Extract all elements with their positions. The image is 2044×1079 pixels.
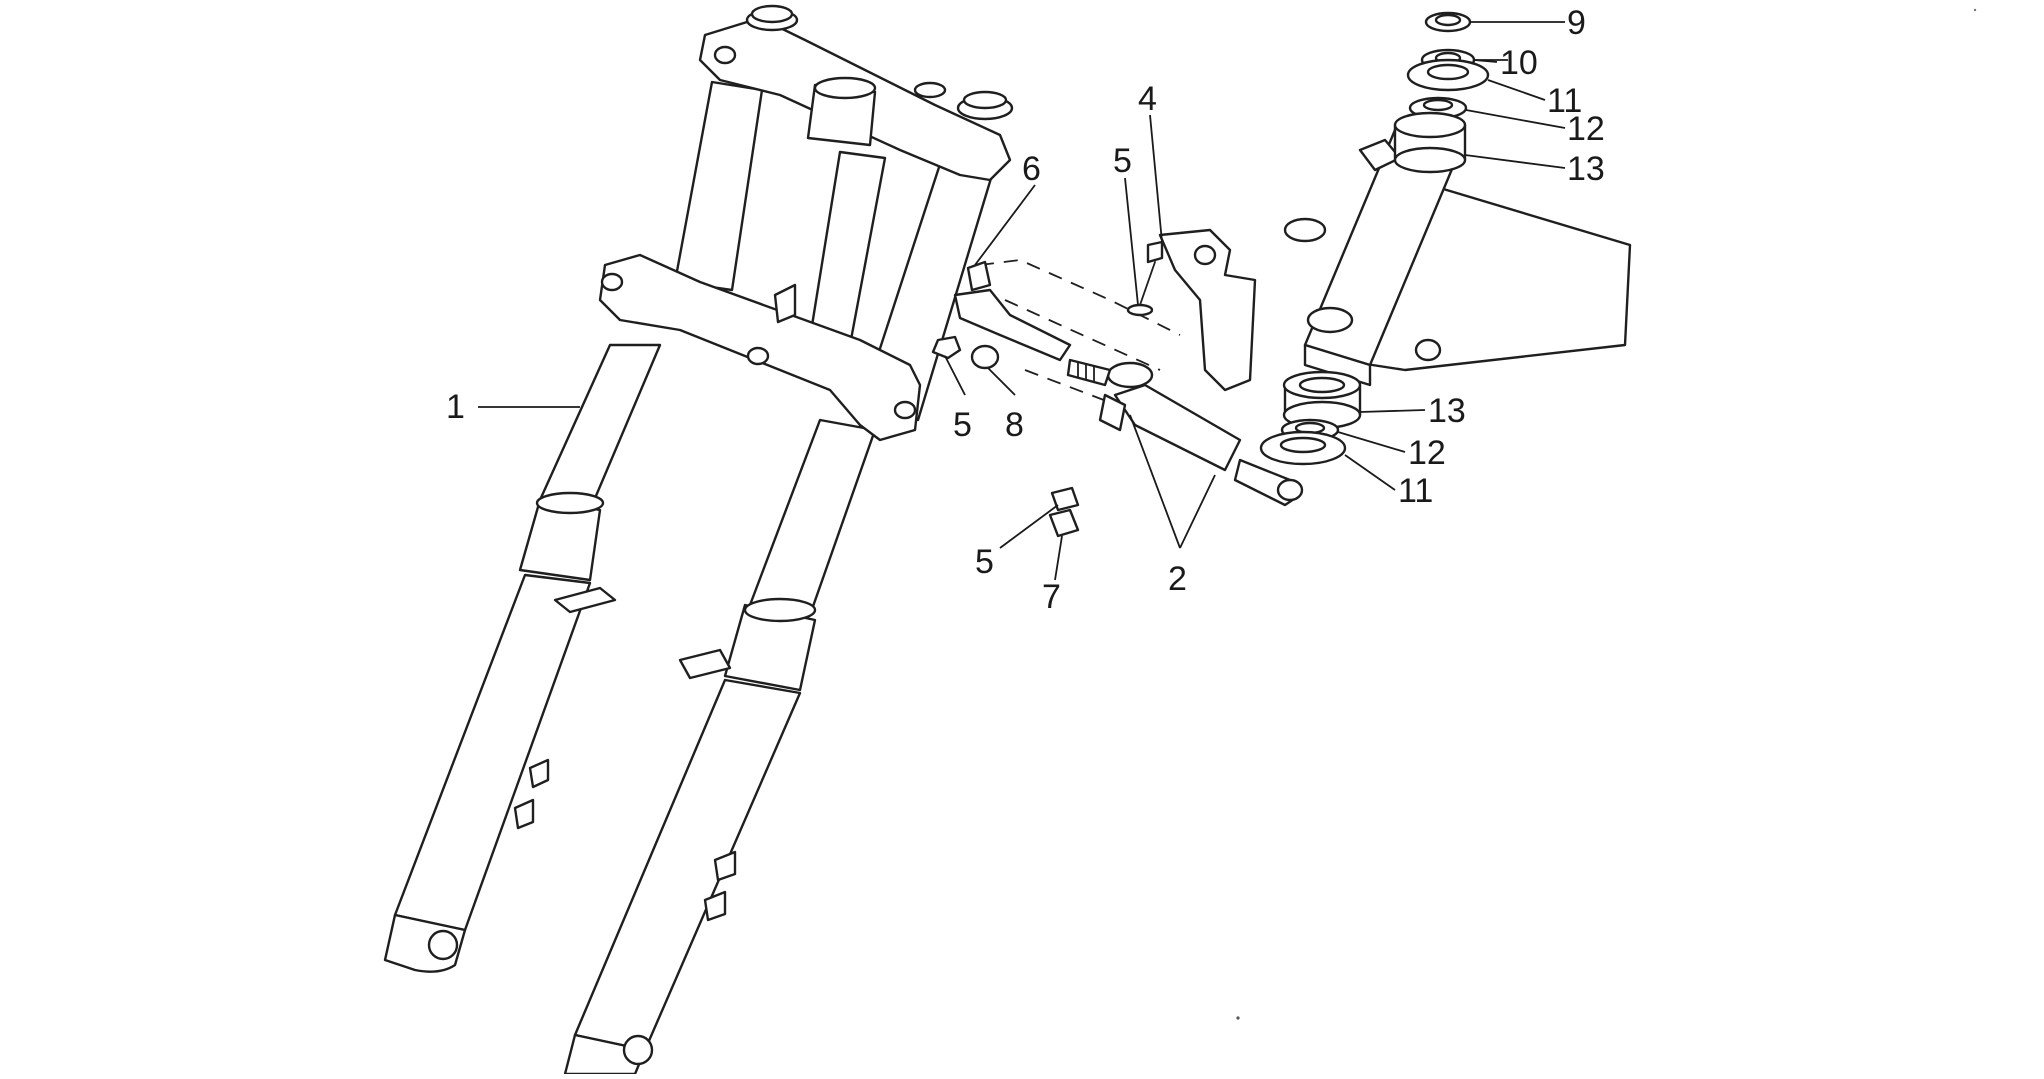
callout-6: 6 xyxy=(1022,150,1041,188)
leader-2a xyxy=(1129,414,1181,549)
leader-2b xyxy=(1179,474,1216,549)
scan-specks xyxy=(1236,8,1977,1020)
callout-2: 2 xyxy=(1168,560,1187,598)
callout-9: 9 xyxy=(1567,4,1586,42)
leader-13b xyxy=(1359,409,1426,413)
steering-damper-assembly xyxy=(931,228,1304,538)
callout-12-upper: 12 xyxy=(1567,110,1605,148)
leader-8 xyxy=(987,367,1016,396)
leader-4 xyxy=(1149,114,1163,243)
leader-7 xyxy=(1054,535,1063,581)
right-fork-leg xyxy=(563,418,877,1076)
front-fork-assembly xyxy=(383,4,1014,1076)
callout-5-left: 5 xyxy=(953,406,972,444)
leader-5c xyxy=(999,504,1059,549)
callout-5-lower: 5 xyxy=(975,543,994,581)
upper-fork-tubes xyxy=(673,80,997,422)
callout-13-lower: 13 xyxy=(1428,392,1466,430)
leader-13a xyxy=(1464,154,1566,169)
callout-5-upper: 5 xyxy=(1113,142,1132,180)
leader-11b xyxy=(1344,454,1396,491)
leader-5a xyxy=(1124,177,1139,306)
callout-11-lower: 11 xyxy=(1398,472,1433,510)
callout-8: 8 xyxy=(1005,406,1024,444)
callout-1: 1 xyxy=(446,388,465,426)
callout-labels: 1 2 4 5 5 5 6 7 8 9 10 11 12 13 13 12 11 xyxy=(446,4,1605,616)
callout-11-upper: 11 xyxy=(1547,82,1582,120)
lower-bearing-stack xyxy=(1259,370,1362,466)
upper-triple-clamp xyxy=(698,4,1014,182)
callout-12-lower: 12 xyxy=(1408,434,1446,472)
lower-triple-clamp xyxy=(598,253,922,442)
callout-4: 4 xyxy=(1138,80,1157,118)
steering-head-frame xyxy=(1283,128,1632,387)
leader-11a xyxy=(1487,79,1546,101)
left-fork-leg xyxy=(383,343,662,973)
upper-bearing-stack xyxy=(1393,11,1490,174)
leader-lines xyxy=(478,21,1566,581)
callout-13-upper: 13 xyxy=(1567,150,1605,188)
callout-7: 7 xyxy=(1042,578,1061,616)
leader-10b xyxy=(1473,59,1498,63)
leader-6 xyxy=(974,184,1036,266)
leader-5b xyxy=(944,355,966,396)
leader-12b xyxy=(1337,431,1406,453)
callout-10: 10 xyxy=(1500,44,1538,82)
leader-12a xyxy=(1465,109,1566,129)
